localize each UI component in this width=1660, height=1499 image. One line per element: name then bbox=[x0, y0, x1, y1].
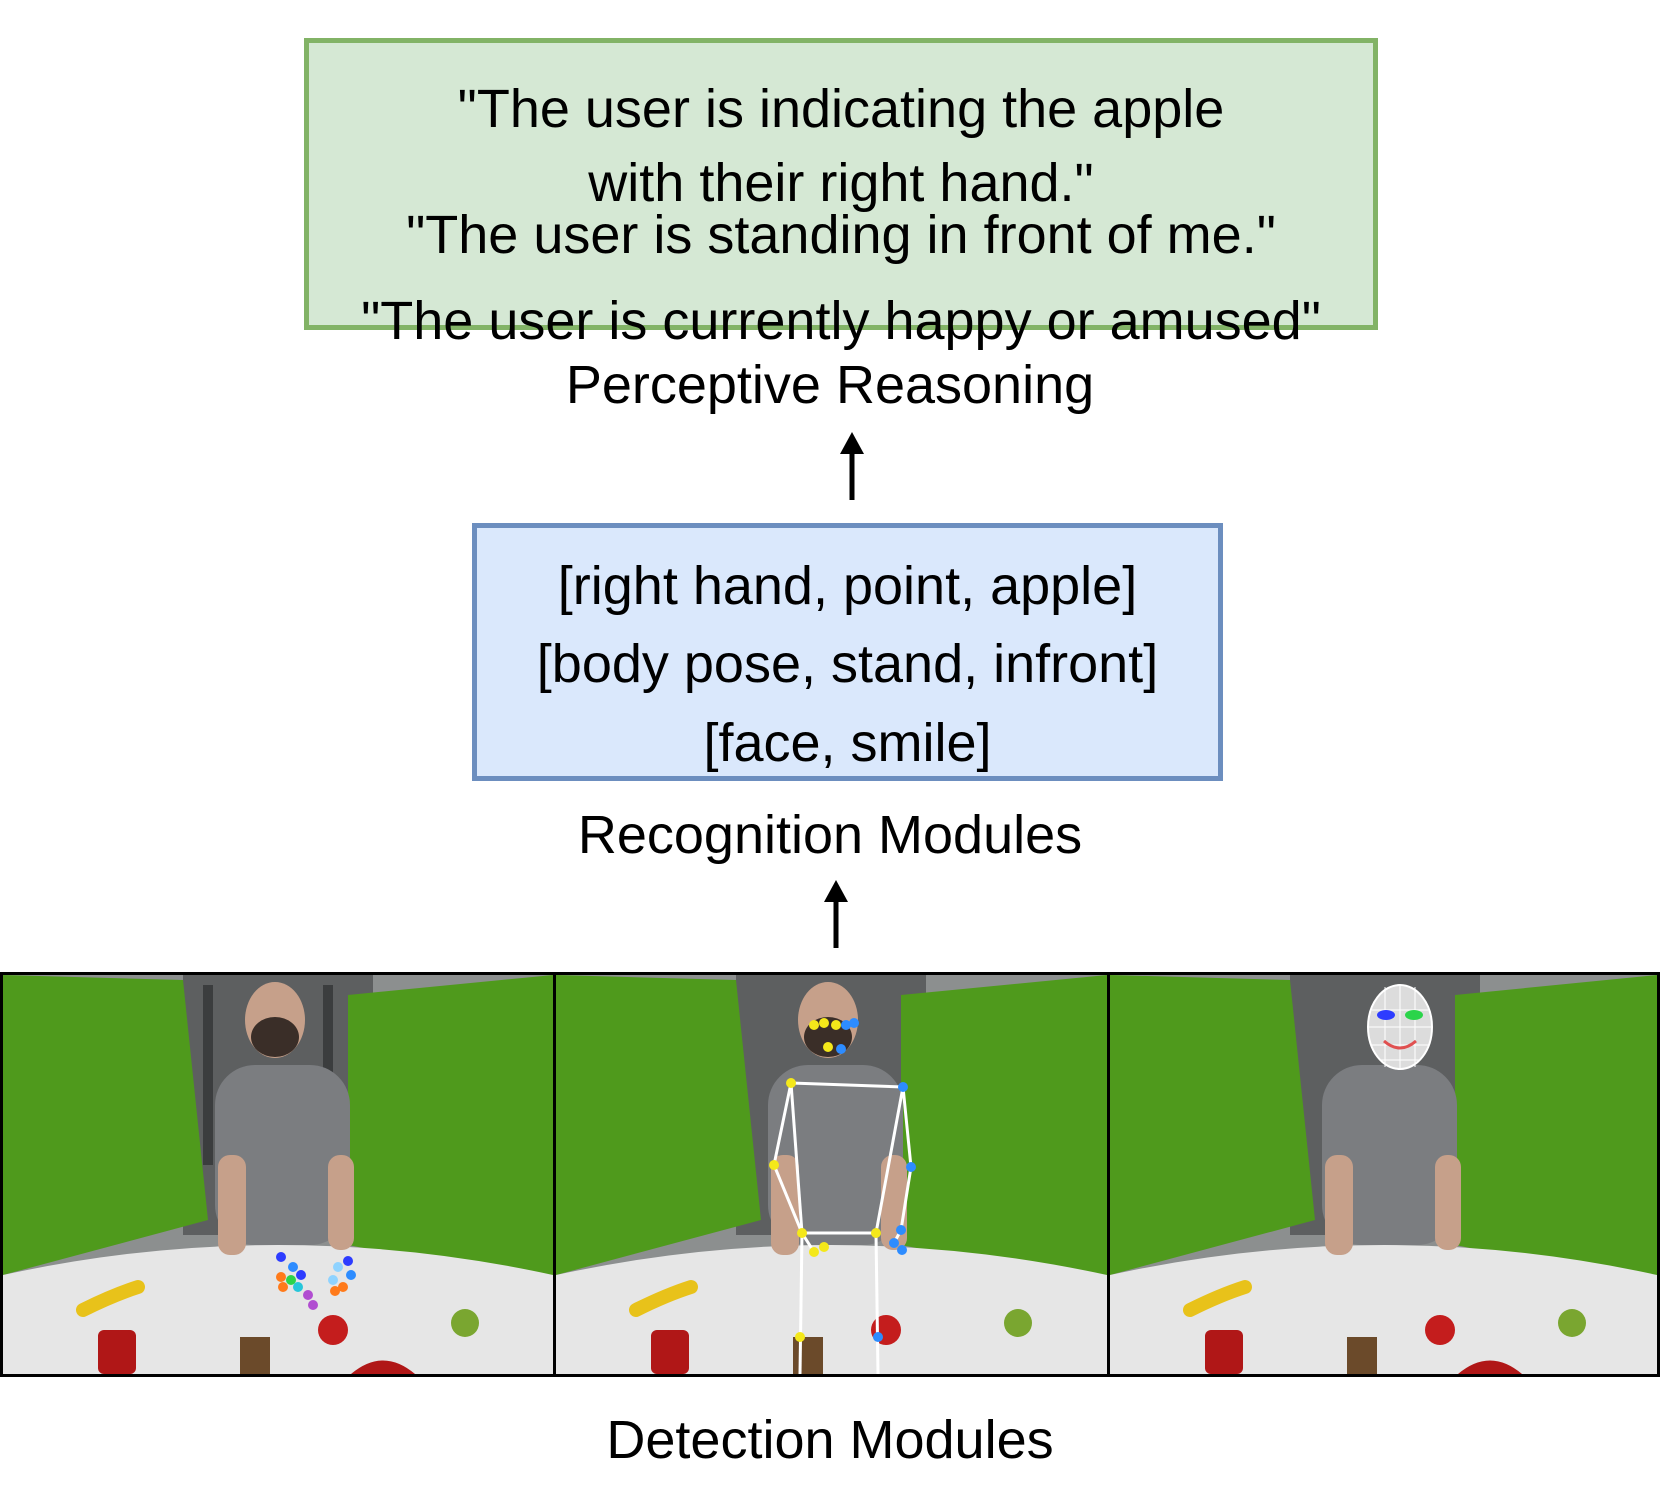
body-pose-detection-image bbox=[556, 975, 1107, 1374]
body-pose-keypoints-overlay bbox=[769, 1018, 916, 1342]
recognition-line-2: [body pose, stand, infront] bbox=[536, 634, 1159, 694]
recognition-line-1: [right hand, point, apple] bbox=[557, 556, 1138, 616]
body-pose-skeleton-overlay bbox=[772, 1081, 913, 1374]
up-arrow-icon bbox=[824, 880, 848, 948]
detection-modules-label: Detection Modules bbox=[606, 1410, 1054, 1470]
reasoning-line-3: "The user is standing in front of me." bbox=[406, 205, 1276, 265]
reasoning-output-box: "The user is indicating the apple with t… bbox=[304, 38, 1378, 351]
face-mesh-overlay bbox=[1367, 984, 1433, 1070]
reasoning-line-1: "The user is indicating the apple bbox=[457, 79, 1225, 139]
detection-image-strip bbox=[0, 972, 1660, 1377]
recognition-line-3: [face, smile] bbox=[703, 713, 992, 773]
perceptive-reasoning-label: Perceptive Reasoning bbox=[565, 355, 1095, 415]
reasoning-line-4: "The user is currently happy or amused" bbox=[361, 291, 1321, 351]
up-arrow-icon bbox=[840, 432, 864, 500]
recognition-modules-label: Recognition Modules bbox=[577, 805, 1083, 865]
hand-keypoints-overlay bbox=[276, 1252, 356, 1310]
recognition-output-box: [right hand, point, apple] [body pose, s… bbox=[472, 523, 1223, 781]
face-detection-image bbox=[1110, 975, 1657, 1374]
reasoning-line-2: with their right hand." bbox=[588, 153, 1094, 213]
hand-detection-image bbox=[3, 975, 553, 1374]
